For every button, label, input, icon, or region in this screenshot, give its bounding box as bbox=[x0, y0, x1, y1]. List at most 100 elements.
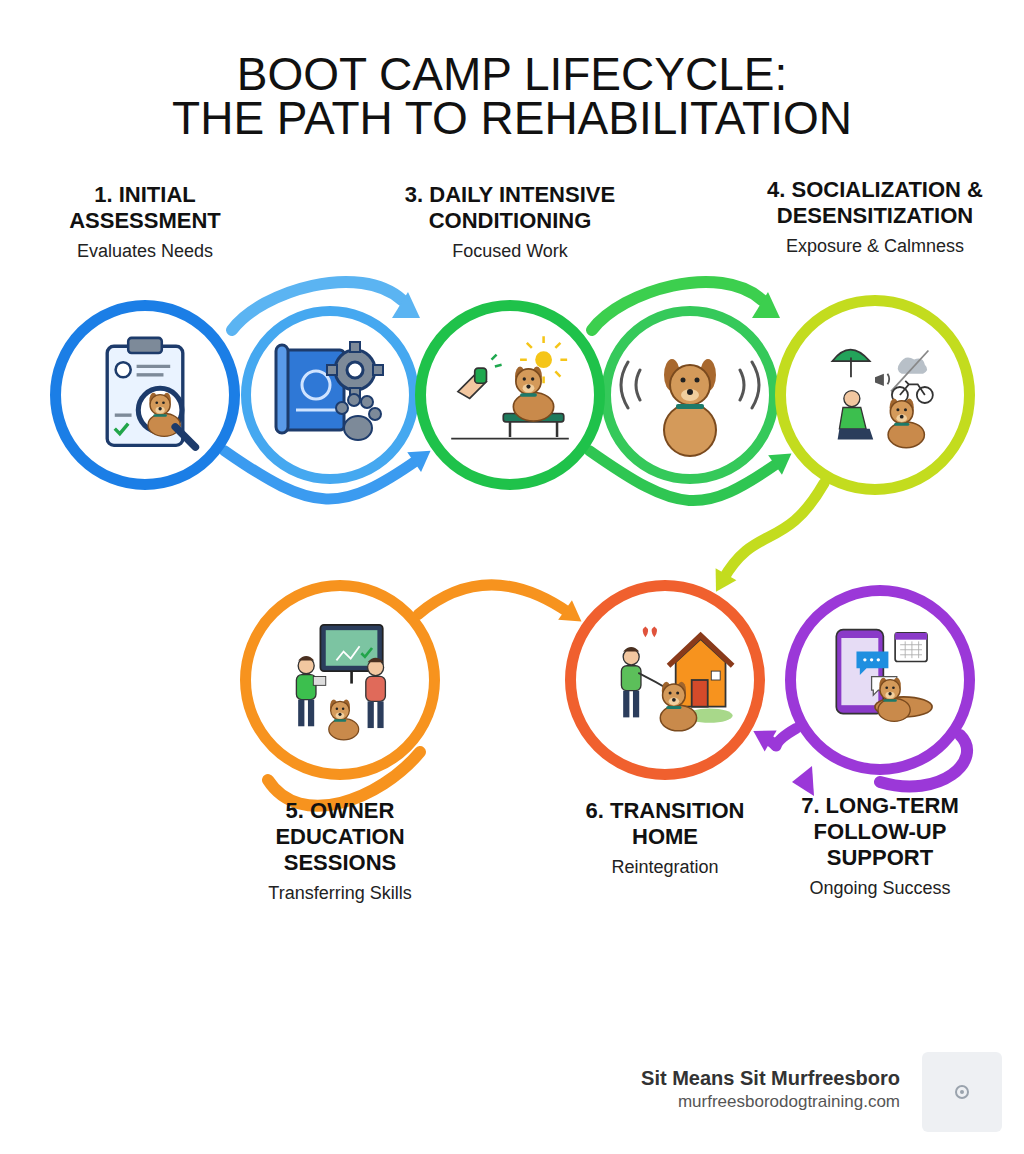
connector-line bbox=[723, 483, 824, 579]
drawing-part bbox=[350, 342, 360, 352]
stage-subtitle: Exposure & Calmness bbox=[709, 235, 1024, 257]
drawing-part bbox=[361, 648, 372, 657]
drawing-part bbox=[302, 371, 330, 399]
drawing-part bbox=[681, 378, 686, 383]
drawing-part bbox=[531, 377, 534, 380]
logo-icon bbox=[922, 1052, 1002, 1132]
drawing-part bbox=[347, 362, 363, 378]
drawing-part bbox=[523, 377, 526, 380]
drawing-part bbox=[623, 691, 629, 718]
drawing-part bbox=[878, 678, 910, 722]
drawing-part bbox=[246, 311, 414, 479]
stage-icon bbox=[796, 596, 964, 764]
arrowhead bbox=[716, 568, 737, 591]
drawing-part bbox=[366, 658, 386, 728]
stage-heading: 4. SOCIALIZATION & DESENSITIZATION bbox=[749, 177, 1001, 229]
drawing-part bbox=[890, 401, 913, 424]
drawing-part bbox=[900, 381, 925, 395]
flow-connector bbox=[589, 451, 791, 501]
drawing-part bbox=[960, 1090, 964, 1094]
drawing-part bbox=[327, 365, 337, 375]
drawing-part bbox=[368, 701, 374, 728]
drawing-part bbox=[676, 692, 679, 695]
stage-heading: 6. TRANSITION HOME bbox=[565, 798, 765, 850]
logo-badge bbox=[922, 1052, 1002, 1132]
drawing-part bbox=[516, 369, 541, 394]
drawing-part bbox=[369, 408, 381, 420]
plan-circle bbox=[246, 311, 414, 479]
drawing-part bbox=[883, 699, 896, 702]
stage-icon bbox=[786, 306, 964, 484]
drawing-part bbox=[844, 391, 860, 407]
drawing-part bbox=[875, 374, 884, 386]
drawing-part bbox=[335, 350, 375, 390]
drawing-part bbox=[162, 401, 165, 404]
drawing-part bbox=[663, 684, 686, 707]
drawing-part bbox=[373, 365, 383, 375]
drawing-part bbox=[128, 338, 162, 353]
stage-circle: 1. INITIAL ASSESSMENTEvaluates Needs bbox=[50, 300, 240, 490]
drawing-part bbox=[535, 351, 552, 368]
drawing-part bbox=[361, 396, 373, 408]
connector-line bbox=[418, 585, 570, 615]
arrowhead bbox=[558, 600, 581, 621]
drawing-part bbox=[513, 392, 553, 421]
drawing-part bbox=[115, 413, 132, 416]
drawing-part bbox=[296, 656, 316, 726]
drawing-part bbox=[621, 666, 641, 691]
stage-icon bbox=[576, 591, 754, 769]
website: murfreesborodogtraining.com bbox=[678, 1091, 900, 1112]
drawing-part bbox=[643, 627, 657, 638]
drawing-part bbox=[329, 719, 359, 740]
drawing-part bbox=[606, 311, 774, 479]
drawing-part bbox=[153, 414, 166, 417]
drawing-part bbox=[336, 712, 345, 718]
drawing-part bbox=[331, 701, 350, 720]
drawing-part bbox=[621, 647, 641, 717]
drawing-part bbox=[692, 680, 708, 707]
drawing-part bbox=[904, 408, 907, 411]
drawing-part bbox=[839, 407, 866, 428]
drawing-part bbox=[296, 409, 336, 412]
drawing-part bbox=[327, 342, 383, 398]
drawing-part bbox=[336, 646, 359, 660]
drawing-part bbox=[107, 346, 183, 445]
drawing-part bbox=[329, 699, 359, 739]
drawing-part bbox=[836, 630, 883, 714]
drawing-part bbox=[888, 398, 924, 447]
drawing-part bbox=[116, 362, 131, 377]
drawing-part bbox=[556, 422, 559, 437]
drawing-part bbox=[377, 701, 383, 728]
drawing-part bbox=[956, 1086, 968, 1098]
drawing-part bbox=[509, 422, 512, 437]
drawing-part bbox=[752, 292, 780, 318]
drawing-part bbox=[336, 402, 348, 414]
drawing-part bbox=[633, 691, 639, 718]
drawing-part bbox=[892, 686, 895, 689]
drawing-part bbox=[669, 692, 672, 695]
drawing-part bbox=[885, 692, 894, 699]
stage-subtitle: Evaluates Needs bbox=[10, 240, 280, 262]
stage-heading: 1. INITIAL ASSESSMENT bbox=[50, 182, 240, 234]
drawing-part bbox=[664, 404, 716, 456]
stage-subtitle: Reintegration bbox=[525, 856, 805, 878]
sound-circle bbox=[606, 311, 774, 479]
drawing-part bbox=[526, 385, 530, 389]
drawing-part bbox=[137, 365, 171, 368]
drawing-part bbox=[336, 394, 381, 440]
drawing-part bbox=[669, 698, 680, 706]
drawing-part bbox=[681, 389, 699, 401]
drawing-part bbox=[856, 651, 888, 675]
stage-heading: 3. DAILY INTENSIVE CONDITIONING bbox=[380, 182, 640, 234]
drawing-part bbox=[368, 658, 384, 662]
stage-icon bbox=[61, 311, 229, 479]
drawing-part bbox=[885, 686, 888, 689]
drawing-part bbox=[336, 708, 338, 710]
connector-line bbox=[589, 451, 780, 501]
title: BOOT CAMP LIFECYCLE: THE PATH TO REHABIL… bbox=[62, 52, 962, 140]
brand-name: Sit Means Sit Murfreesboro bbox=[641, 1066, 900, 1090]
connector-line bbox=[224, 451, 419, 499]
drawing-part bbox=[513, 366, 553, 421]
drawing-part bbox=[676, 404, 704, 409]
